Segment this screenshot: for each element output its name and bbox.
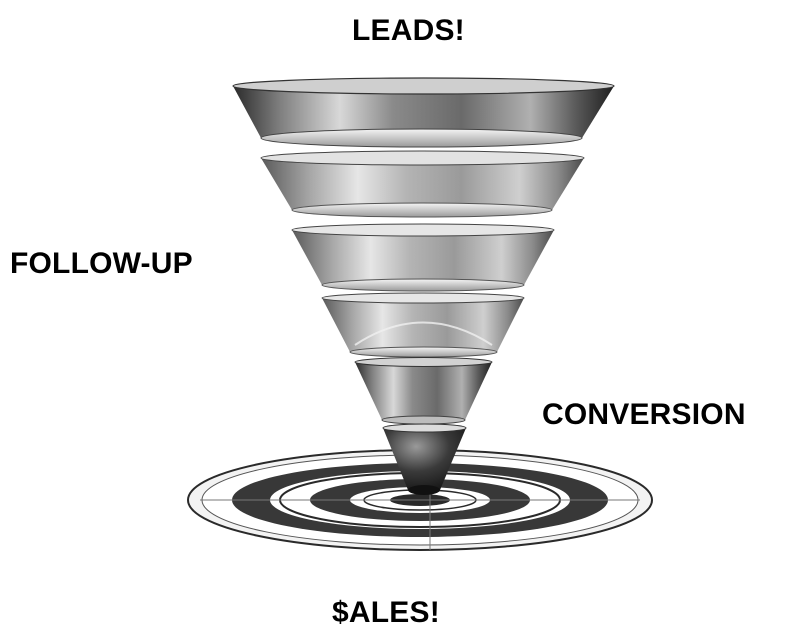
- funnel-layer-3-body: [292, 230, 554, 285]
- target-board: [187, 449, 653, 551]
- funnel-layer-1-rim: [232, 77, 615, 95]
- funnel-layer-5-rim: [354, 357, 493, 367]
- leads-label: LEADS!: [352, 14, 465, 47]
- funnel-layer-3-bottom-rim: [321, 278, 525, 292]
- funnel-layer-6-rim: [382, 423, 467, 433]
- funnel-layer-2: [260, 150, 585, 218]
- funnel-layer-4-bottom-rim: [349, 346, 498, 358]
- sales-label: $ALES!: [332, 596, 440, 629]
- funnel-layer-3: [291, 223, 555, 292]
- funnel-layer-4: [321, 292, 525, 358]
- funnel-layer-4-reflection: [354, 321, 493, 346]
- funnel-layer-1-body: [233, 86, 614, 138]
- funnel-layer-2-body: [261, 158, 584, 210]
- funnel-layer-6: [382, 423, 467, 495]
- funnel-layer-3-rim: [291, 223, 555, 237]
- funnel-layer-1: [232, 77, 615, 148]
- funnel-tip-point: [408, 485, 440, 495]
- funnel-layer-6-body: [383, 428, 466, 490]
- funnel-layer-2-bottom-rim: [291, 202, 553, 218]
- funnel-layer-4-body: [322, 298, 524, 352]
- funnel-layer-5-body: [355, 362, 492, 420]
- follow-up-label: FOLLOW-UP: [10, 247, 193, 280]
- funnel-layer-4-rim: [321, 292, 525, 304]
- funnel-layer-5-bottom-rim: [381, 415, 466, 425]
- conversion-label: CONVERSION: [542, 398, 746, 431]
- funnel-layer-5: [354, 357, 493, 425]
- funnel-layer-2-rim: [260, 150, 585, 166]
- funnel-layer-1-bottom-rim: [260, 128, 583, 148]
